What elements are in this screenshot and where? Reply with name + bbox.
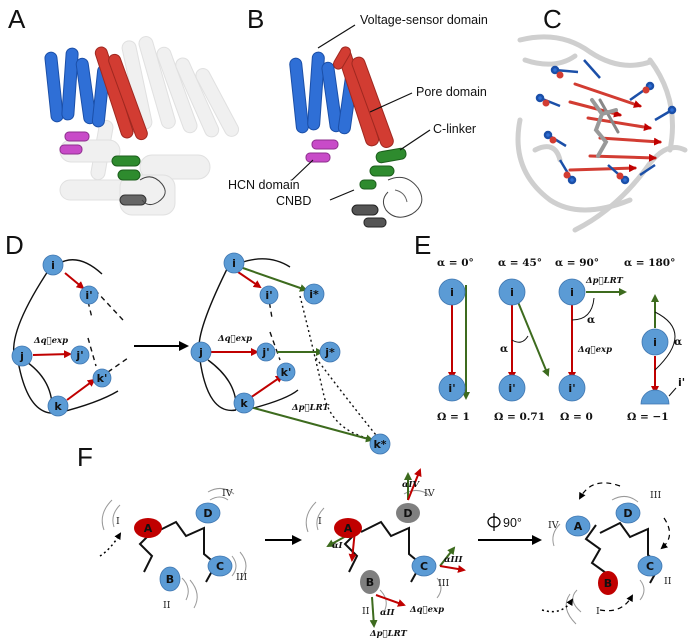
f2-alpha-i: αI <box>332 541 344 551</box>
node-i-prime-right: i' <box>265 289 272 302</box>
diagram-d-right: i i' i* j j' j* k k' k* Δq⃗exp Δp⃗LRT <box>190 252 391 455</box>
f2-alpha-iv: αIV <box>402 480 421 490</box>
alpha-symbol-4: α <box>674 336 682 348</box>
f1-roman-iii: III <box>236 572 248 583</box>
label-dq-exp-e: Δq⃗exp <box>577 345 612 355</box>
f2-subunit-d: D <box>403 507 412 520</box>
alpha-symbol-3: α <box>587 314 595 326</box>
f2-alpha-ii: αII <box>380 608 396 618</box>
f3-roman-ii: II <box>664 576 672 587</box>
alpha-0: α = 0° <box>437 257 474 269</box>
e-node-i-4: i <box>653 336 657 349</box>
panel-label-a: A <box>8 4 26 34</box>
alpha-45: α = 45° <box>498 257 542 269</box>
omega-4: Ω = −1 <box>627 411 669 423</box>
node-i-right: i <box>232 257 236 270</box>
node-i-prime: i' <box>85 289 92 302</box>
e-node-i-3: i <box>570 286 574 299</box>
diagram-e-angles: α = 0° α = 45° α = 90° α = 180° i i' Ω =… <box>437 257 685 423</box>
f3-roman-iii: III <box>650 490 662 501</box>
label-dq-exp-d-left: Δq⃗exp <box>33 336 68 346</box>
panel-label-e: E <box>414 230 431 260</box>
node-k: k <box>54 400 62 413</box>
e-node-ip-1: i' <box>448 382 455 395</box>
node-k-right: k <box>240 397 248 410</box>
f3-subunit-d: D <box>623 507 632 520</box>
diagram-f-left: A B C D I II III IV <box>99 488 248 611</box>
binding-site-structure <box>515 34 688 233</box>
label-hcn-domain: HCN domain <box>228 178 300 192</box>
label-dp-lrt-d-right: Δp⃗LRT <box>291 403 330 413</box>
node-j-prime-right: j' <box>261 346 269 359</box>
label-c-linker: C-linker <box>433 122 476 136</box>
omega-2: Ω = 0.71 <box>494 411 545 423</box>
f2-roman-ii: II <box>362 606 370 617</box>
diagram-f-right: A B C D I II III IV <box>541 482 672 625</box>
rotation-label: 90° <box>503 516 522 530</box>
label-voltage-sensor-domain: Voltage-sensor domain <box>360 13 488 27</box>
node-j: j <box>19 350 24 363</box>
alpha-180: α = 180° <box>624 257 675 269</box>
panel-label-c: C <box>543 4 562 34</box>
f2-subunit-c: C <box>420 560 428 573</box>
panel-label-d: D <box>5 230 24 260</box>
f3-subunit-a: A <box>574 520 583 533</box>
node-j-right: j <box>198 346 203 359</box>
f3-subunit-b: B <box>604 577 612 590</box>
f1-subunit-c: C <box>216 560 224 573</box>
label-pore-domain: Pore domain <box>416 85 487 99</box>
single-subunit-structure <box>289 46 423 228</box>
e-node-ip-3: i' <box>568 382 575 395</box>
node-k-prime-right: k' <box>281 366 292 379</box>
f1-roman-iv: IV <box>222 488 233 499</box>
panel-b-leader-lines <box>291 24 431 201</box>
f3-roman-i: I <box>596 606 600 617</box>
node-i-star: i* <box>309 288 319 301</box>
e-node-ip-4: i' <box>678 376 685 389</box>
node-j-prime: j' <box>75 349 83 362</box>
label-cnbd: CNBD <box>276 194 311 208</box>
omega-3: Ω = 0 <box>560 411 593 423</box>
f3-roman-iv: IV <box>548 520 559 531</box>
node-j-star: j* <box>324 346 335 359</box>
e-node-i-2: i <box>510 286 514 299</box>
f3-subunit-c: C <box>646 560 654 573</box>
node-k-star: k* <box>373 438 386 451</box>
label-dq-exp-d-right: Δq⃗exp <box>217 334 252 344</box>
node-k-prime: k' <box>97 372 108 385</box>
f2-label-dp-lrt: Δp⃗LRT <box>369 629 408 639</box>
f2-roman-i: I <box>318 516 322 527</box>
node-i: i <box>51 259 55 272</box>
e-node-ip-2: i' <box>508 382 515 395</box>
f1-roman-ii: II <box>163 600 171 611</box>
f2-label-dq-exp: Δq⃗exp <box>409 605 444 615</box>
alpha-90: α = 90° <box>555 257 599 269</box>
diagram-d-left: i i' j j' k k' Δq⃗exp <box>11 254 129 417</box>
f2-roman-iii: III <box>438 578 450 589</box>
f1-subunit-b: B <box>166 573 174 586</box>
alpha-symbol-2: α <box>500 343 508 355</box>
f2-subunit-a: A <box>344 522 353 535</box>
f2-alpha-iii: αIII <box>444 555 463 565</box>
f2-subunit-b: B <box>366 576 374 589</box>
channel-structure-full <box>44 36 240 216</box>
panel-label-f: F <box>77 442 93 472</box>
panel-label-b: B <box>247 4 264 34</box>
label-dp-lrt-e: Δp⃗LRT <box>585 276 624 286</box>
f1-subunit-d: D <box>203 507 212 520</box>
diagram-f-middle: A B C D I II III IV αI αII αIII αIV Δq⃗e… <box>305 468 466 639</box>
rotation-indicator: 90° <box>478 513 542 545</box>
omega-1: Ω = 1 <box>437 411 470 423</box>
f2-roman-iv: IV <box>424 488 435 499</box>
f1-subunit-a: A <box>144 522 153 535</box>
e-node-i-1: i <box>450 286 454 299</box>
f1-roman-i: I <box>116 516 120 527</box>
